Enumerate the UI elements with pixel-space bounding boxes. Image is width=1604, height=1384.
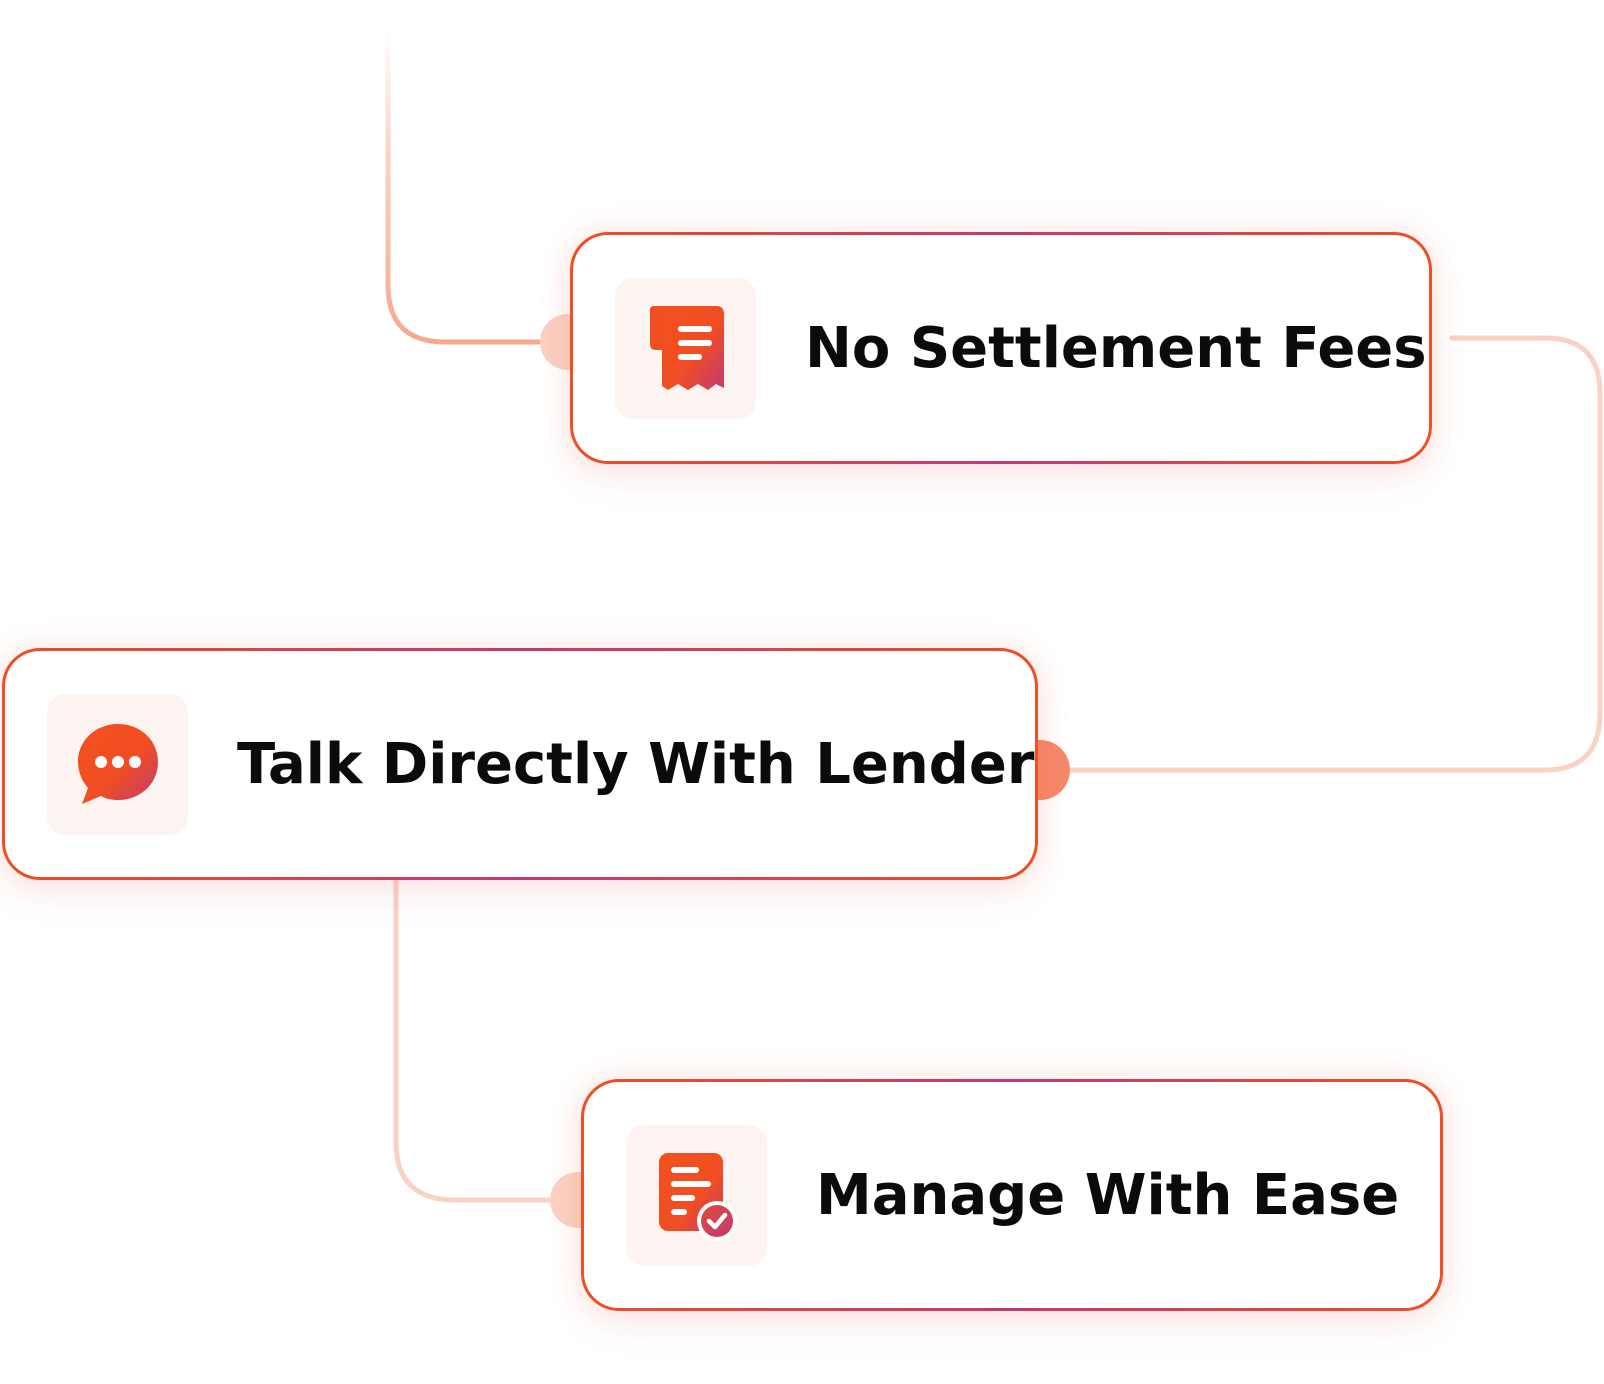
icon-tile (47, 693, 188, 835)
icon-tile (626, 1124, 767, 1266)
receipt-icon (649, 306, 724, 390)
node-talk-directly-with-lender: Talk Directly With Lender (2, 648, 1038, 880)
node-label: No Settlement Fees (805, 315, 1427, 381)
node-label: Manage With Ease (816, 1162, 1400, 1228)
node-manage-with-ease: Manage With Ease (581, 1079, 1443, 1311)
node-label: Talk Directly With Lender (237, 731, 1035, 797)
document-check-icon (658, 1153, 737, 1241)
connector-card-2-to-card-3 (393, 877, 573, 1203)
chat-bubble-icon (77, 724, 158, 804)
connector-start-to-card-1 (385, 27, 563, 345)
connector-card-1-to-card-2 (1042, 335, 1603, 773)
icon-tile (615, 277, 756, 419)
node-no-settlement-fees: No Settlement Fees (570, 232, 1432, 464)
